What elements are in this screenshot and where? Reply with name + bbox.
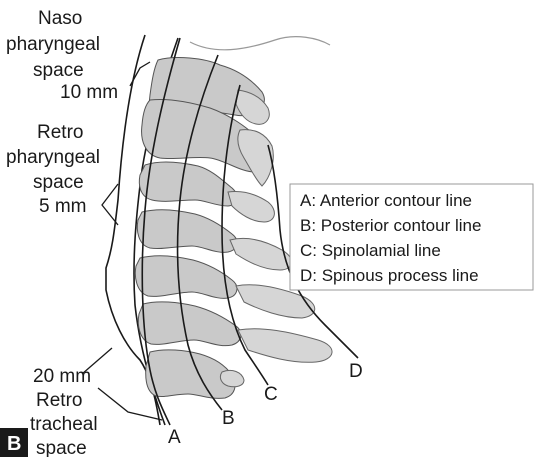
retro-pharyngeal-line-3: space: [33, 172, 84, 193]
retro-tracheal-line-2: tracheal: [30, 414, 98, 435]
naso-measure: 10 mm: [60, 82, 118, 103]
retro-pharyngeal-line-1: Retro: [37, 122, 83, 143]
legend-item-c: C: Spinolamial line: [300, 241, 441, 260]
legend: A: Anterior contour line B: Posterior co…: [290, 184, 533, 290]
c2-spinous: [236, 90, 269, 124]
naso-line-2: pharyngeal: [6, 34, 100, 55]
t1-small-fragment: [220, 370, 244, 386]
line-letter-a: A: [168, 427, 181, 448]
c6-body: [138, 302, 241, 346]
line-letter-c: C: [264, 384, 278, 405]
c4-spinous: [228, 191, 274, 222]
retro-tracheal-measure: 20 mm: [33, 366, 91, 387]
legend-item-b: B: Posterior contour line: [300, 216, 481, 235]
line-letter-b: B: [222, 408, 235, 429]
retro-pharyngeal-measure: 5 mm: [39, 196, 87, 217]
panel-label: B: [0, 428, 28, 457]
c5-body: [135, 256, 237, 299]
skull-base-outline: [190, 37, 330, 50]
legend-item-a: A: Anterior contour line: [300, 191, 472, 210]
retro-tracheal-line-3: space: [36, 438, 87, 457]
panel-label-letter: B: [7, 433, 21, 455]
retro-tracheal-line-1: Retro: [36, 390, 82, 411]
naso-line-1: Naso: [38, 8, 82, 29]
c7-spinous: [238, 329, 332, 363]
legend-item-d: D: Spinous process line: [300, 266, 479, 285]
naso-line-3: space: [33, 60, 84, 81]
retro-pharyngeal-line-2: pharyngeal: [6, 147, 100, 168]
line-letter-d: D: [349, 361, 363, 382]
